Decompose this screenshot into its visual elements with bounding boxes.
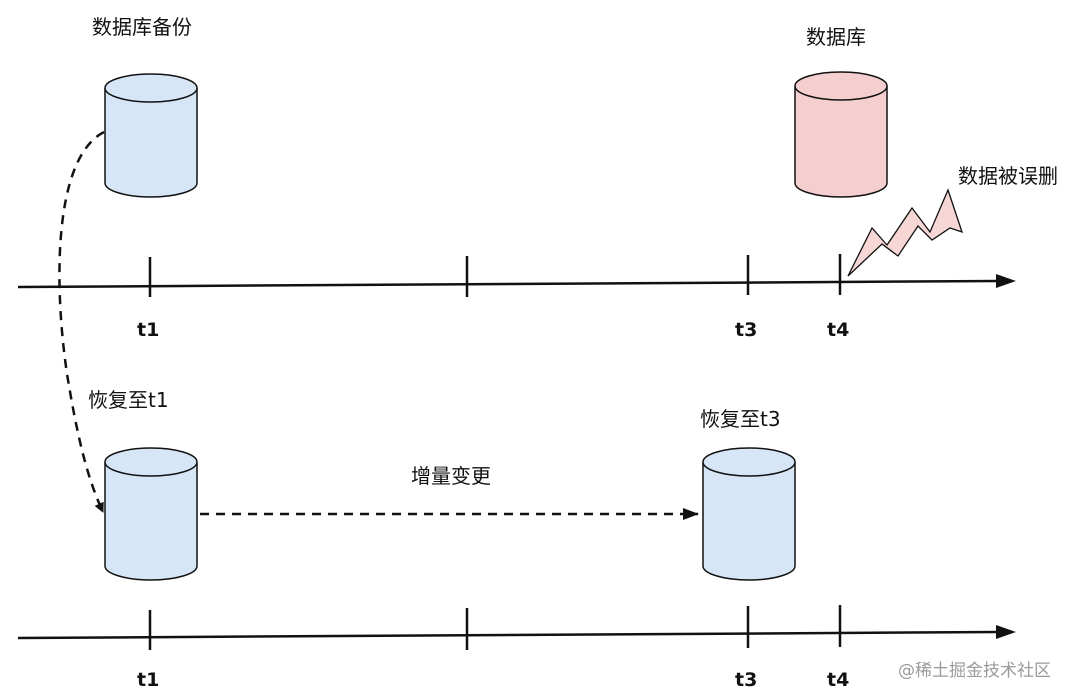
bottom-tick-label-t1: t1 <box>137 669 159 691</box>
top-tick-label-t1: t1 <box>137 319 159 341</box>
deleted-label: 数据被误删 <box>958 164 1058 188</box>
restore-t3-database-cylinder-icon <box>702 447 796 581</box>
top-timeline: t1 t3 t4 <box>17 254 1016 341</box>
restore-t1-label: 恢复至t1 <box>88 388 169 412</box>
database-label: 数据库 <box>806 25 866 49</box>
main-database-cylinder-icon <box>794 71 888 198</box>
bottom-timeline: t1 t3 t4 <box>17 605 1016 691</box>
restore-t1-database-cylinder-icon <box>104 447 198 581</box>
lightning-bolt-icon <box>847 188 964 277</box>
bottom-tick-label-t4: t4 <box>827 669 849 691</box>
restore-dashed-arrow <box>58 130 105 513</box>
bottom-axis-arrowhead <box>996 625 1016 639</box>
backup-label: 数据库备份 <box>92 15 192 39</box>
top-axis-line <box>17 279 999 289</box>
top-tick-label-t3: t3 <box>735 319 757 341</box>
top-axis-arrowhead <box>996 274 1016 288</box>
top-tick-label-t4: t4 <box>827 319 849 341</box>
bottom-axis-line <box>17 630 999 640</box>
watermark: @稀土掘金技术社区 <box>898 661 1051 681</box>
backup-database-cylinder-icon <box>104 73 198 198</box>
incremental-label: 增量变更 <box>411 464 491 488</box>
bottom-tick-label-t3: t3 <box>735 669 757 691</box>
restore-t3-label: 恢复至t3 <box>700 407 781 431</box>
